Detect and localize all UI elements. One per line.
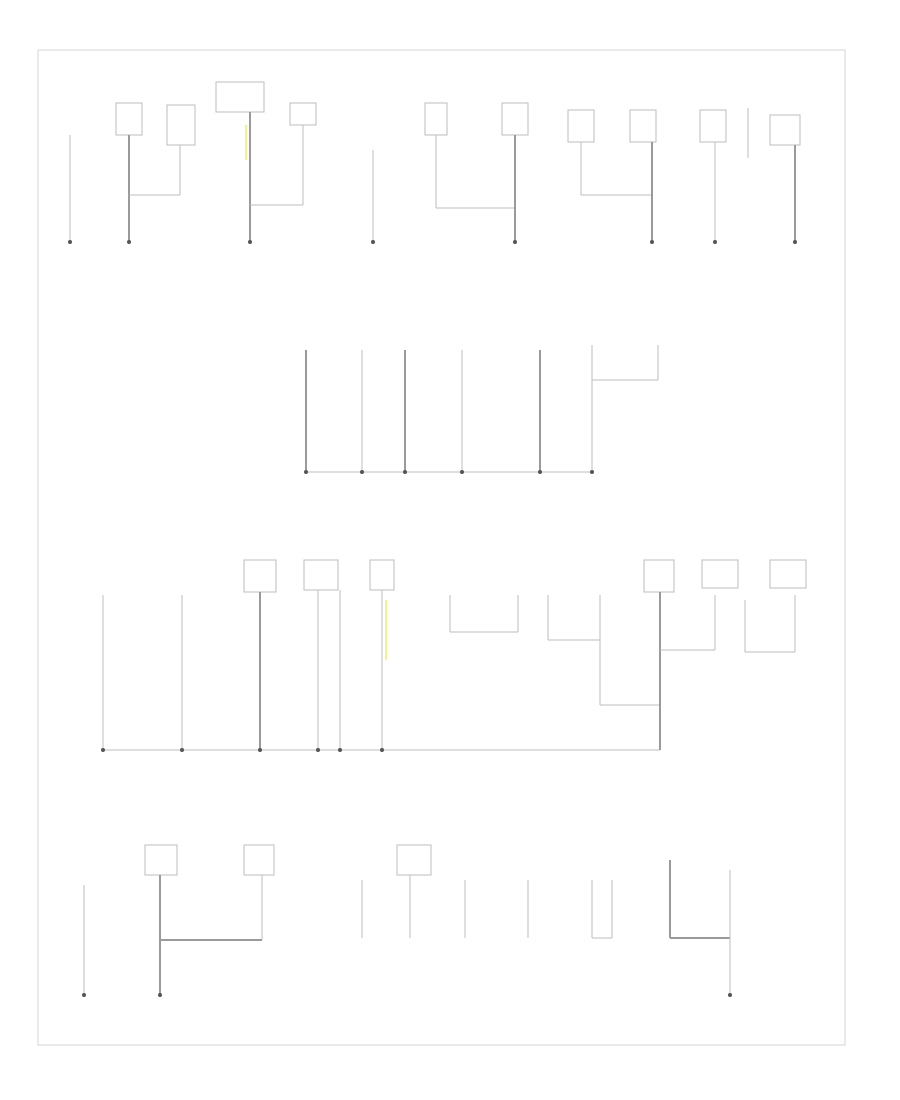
component-7 <box>424 102 515 209</box>
row-1 <box>68 81 801 244</box>
component-2 <box>115 102 143 244</box>
component-5 <box>250 102 317 206</box>
component-6 <box>371 150 375 244</box>
component-10 <box>629 109 657 244</box>
ground-points-row-3 <box>101 748 384 752</box>
row-4 <box>82 844 732 997</box>
component-3 <box>129 104 196 196</box>
row-2 <box>304 345 659 474</box>
component-11 <box>699 109 727 244</box>
ground-points-row-2 <box>304 470 594 474</box>
component-8 <box>501 102 529 244</box>
row-3 <box>101 559 807 752</box>
component-12 <box>747 108 801 244</box>
component-4 <box>215 81 265 244</box>
component-9 <box>567 109 652 196</box>
diagram-frame <box>37 49 846 1046</box>
component-1 <box>68 135 72 244</box>
